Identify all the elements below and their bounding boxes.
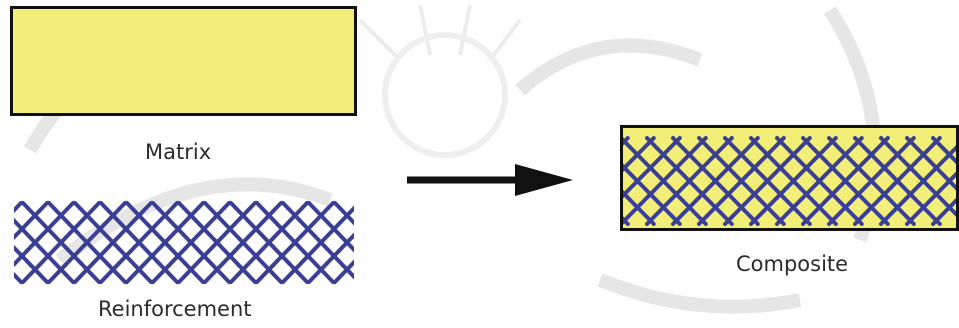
- fiber-strand-backward: [623, 138, 628, 224]
- composite-mesh: [623, 128, 959, 231]
- fiber-strand-forward: [14, 203, 21, 282]
- fiber-strand-backward: [14, 203, 47, 282]
- fiber-strand-forward: [623, 138, 628, 224]
- matrix-label: Matrix: [145, 140, 211, 164]
- fiber-strand-backward: [14, 203, 21, 282]
- reinforcement-label: Reinforcement: [98, 297, 252, 321]
- composite-box: [620, 125, 959, 231]
- composite-label: Composite: [736, 252, 848, 276]
- fiber-strand-forward: [14, 203, 47, 282]
- reinforcement-mesh: [14, 195, 354, 290]
- right-arrow-icon: [405, 160, 575, 200]
- matrix-box: [10, 6, 357, 116]
